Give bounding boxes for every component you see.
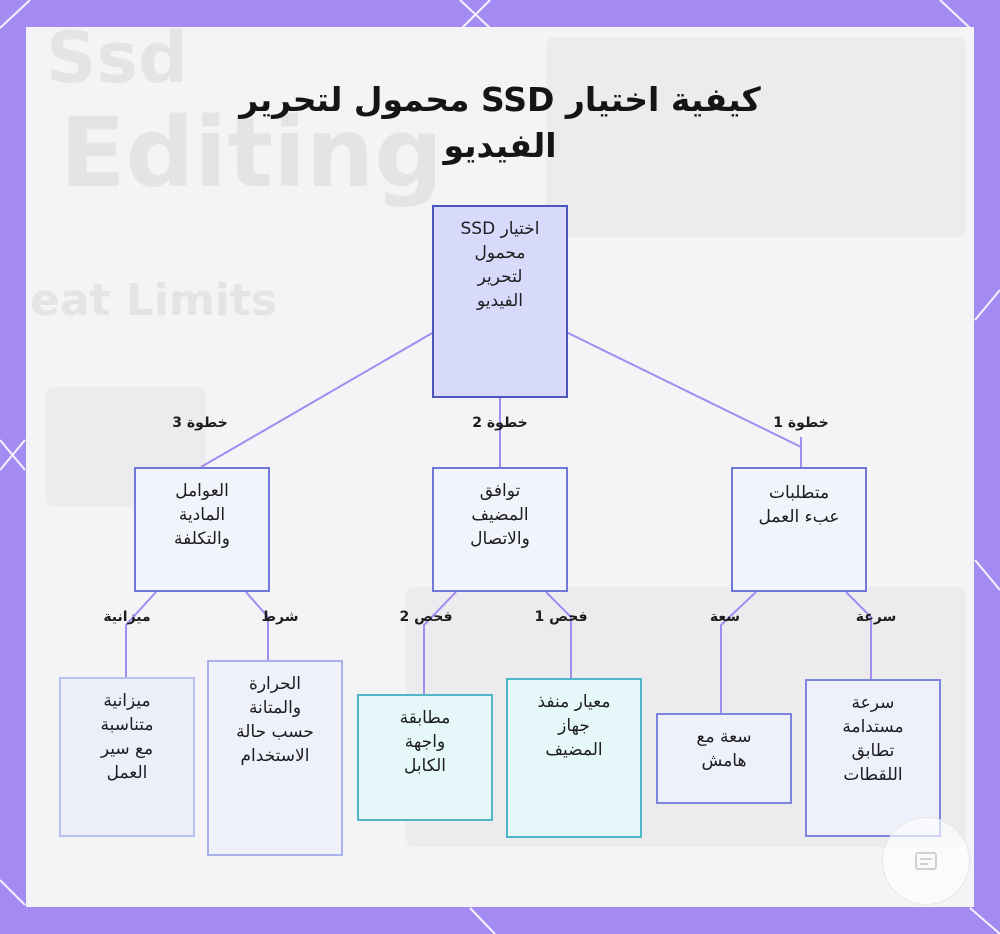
title-line-2: الفيديو xyxy=(443,126,557,165)
edge-step2-leaf2 xyxy=(423,591,457,694)
edge-label-step1: خطوة 1 xyxy=(773,415,829,431)
root-node: اختيار SSD محمول لتحرير الفيديو xyxy=(432,205,568,398)
edge-label-check2: فحص 2 xyxy=(399,609,453,625)
title-line-1: كيفية اختيار SSD محمول لتحرير xyxy=(239,80,761,119)
leaf-node-label: معيار منفذ جهاز المضيف xyxy=(537,692,611,760)
edge-label-check1: فحص 1 xyxy=(534,609,588,625)
leaf-node-label: الحرارة والمتانة حسب حالة الاستخدام xyxy=(236,674,314,766)
edge-step1-leaf2 xyxy=(720,591,757,713)
step-node-label: العوامل المادية والتكلفة xyxy=(174,481,230,549)
root-node-label: اختيار SSD محمول لتحرير الفيديو xyxy=(460,219,540,311)
edge-step1-leaf1 xyxy=(845,591,872,679)
diagram-card: Ssd Editing eat Limits كيفية اختيار SSD … xyxy=(26,27,974,907)
brand-logo xyxy=(882,817,970,905)
page-title: كيفية اختيار SSD محمول لتحرير الفيديو xyxy=(26,77,974,169)
step-node-label: توافق المضيف والاتصال xyxy=(470,481,530,549)
leaf-node-label: مطابقة واجهة الكابل xyxy=(399,708,451,776)
leaf-node-thermal-durability: الحرارة والمتانة حسب حالة الاستخدام xyxy=(207,660,343,856)
leaf-node-host-port: معيار منفذ جهاز المضيف xyxy=(506,678,642,838)
edge-label-step3: خطوة 3 xyxy=(172,415,228,431)
leaf-node-cable-interface: مطابقة واجهة الكابل xyxy=(357,694,493,821)
edge-label-condition: شرط xyxy=(261,609,299,625)
edge-label-budget: ميزانية xyxy=(103,609,151,625)
edge-root-step3 xyxy=(200,331,435,468)
leaf-node-label: سرعة مستدامة تطابق اللقطات xyxy=(842,693,904,785)
step-node-workload: متطلبات عبء العمل xyxy=(731,467,867,592)
background-word: Editing xyxy=(60,97,444,209)
leaf-node-capacity: سعة مع هامش xyxy=(656,713,792,804)
edge-step2-leaf1 xyxy=(545,591,572,678)
edge-step3-leaf2 xyxy=(125,591,157,677)
step-node-label: متطلبات عبء العمل xyxy=(758,483,840,527)
step-node-physical-cost: العوامل المادية والتكلفة xyxy=(134,467,270,592)
leaf-node-label: ميزانية متناسبة مع سير العمل xyxy=(100,691,154,783)
leaf-node-budget: ميزانية متناسبة مع سير العمل xyxy=(59,677,195,837)
step-node-host-compat: توافق المضيف والاتصال xyxy=(432,467,568,592)
background-word: Ssd xyxy=(46,27,189,99)
background-word: eat Limits xyxy=(30,275,278,326)
background-panel xyxy=(546,37,966,237)
leaf-node-label: سعة مع هامش xyxy=(696,727,752,771)
edge-label-step2: خطوة 2 xyxy=(472,415,528,431)
edge-step3-leaf1 xyxy=(245,591,269,660)
edge-root-step1 xyxy=(565,331,802,448)
leaf-node-sustained-speed: سرعة مستدامة تطابق اللقطات xyxy=(805,679,941,837)
edge-label-speed: سرعة xyxy=(855,609,897,625)
diagram-edges xyxy=(125,331,872,713)
brand-logo-icon xyxy=(915,852,937,870)
edge-label-capacity: سعة xyxy=(709,609,741,625)
